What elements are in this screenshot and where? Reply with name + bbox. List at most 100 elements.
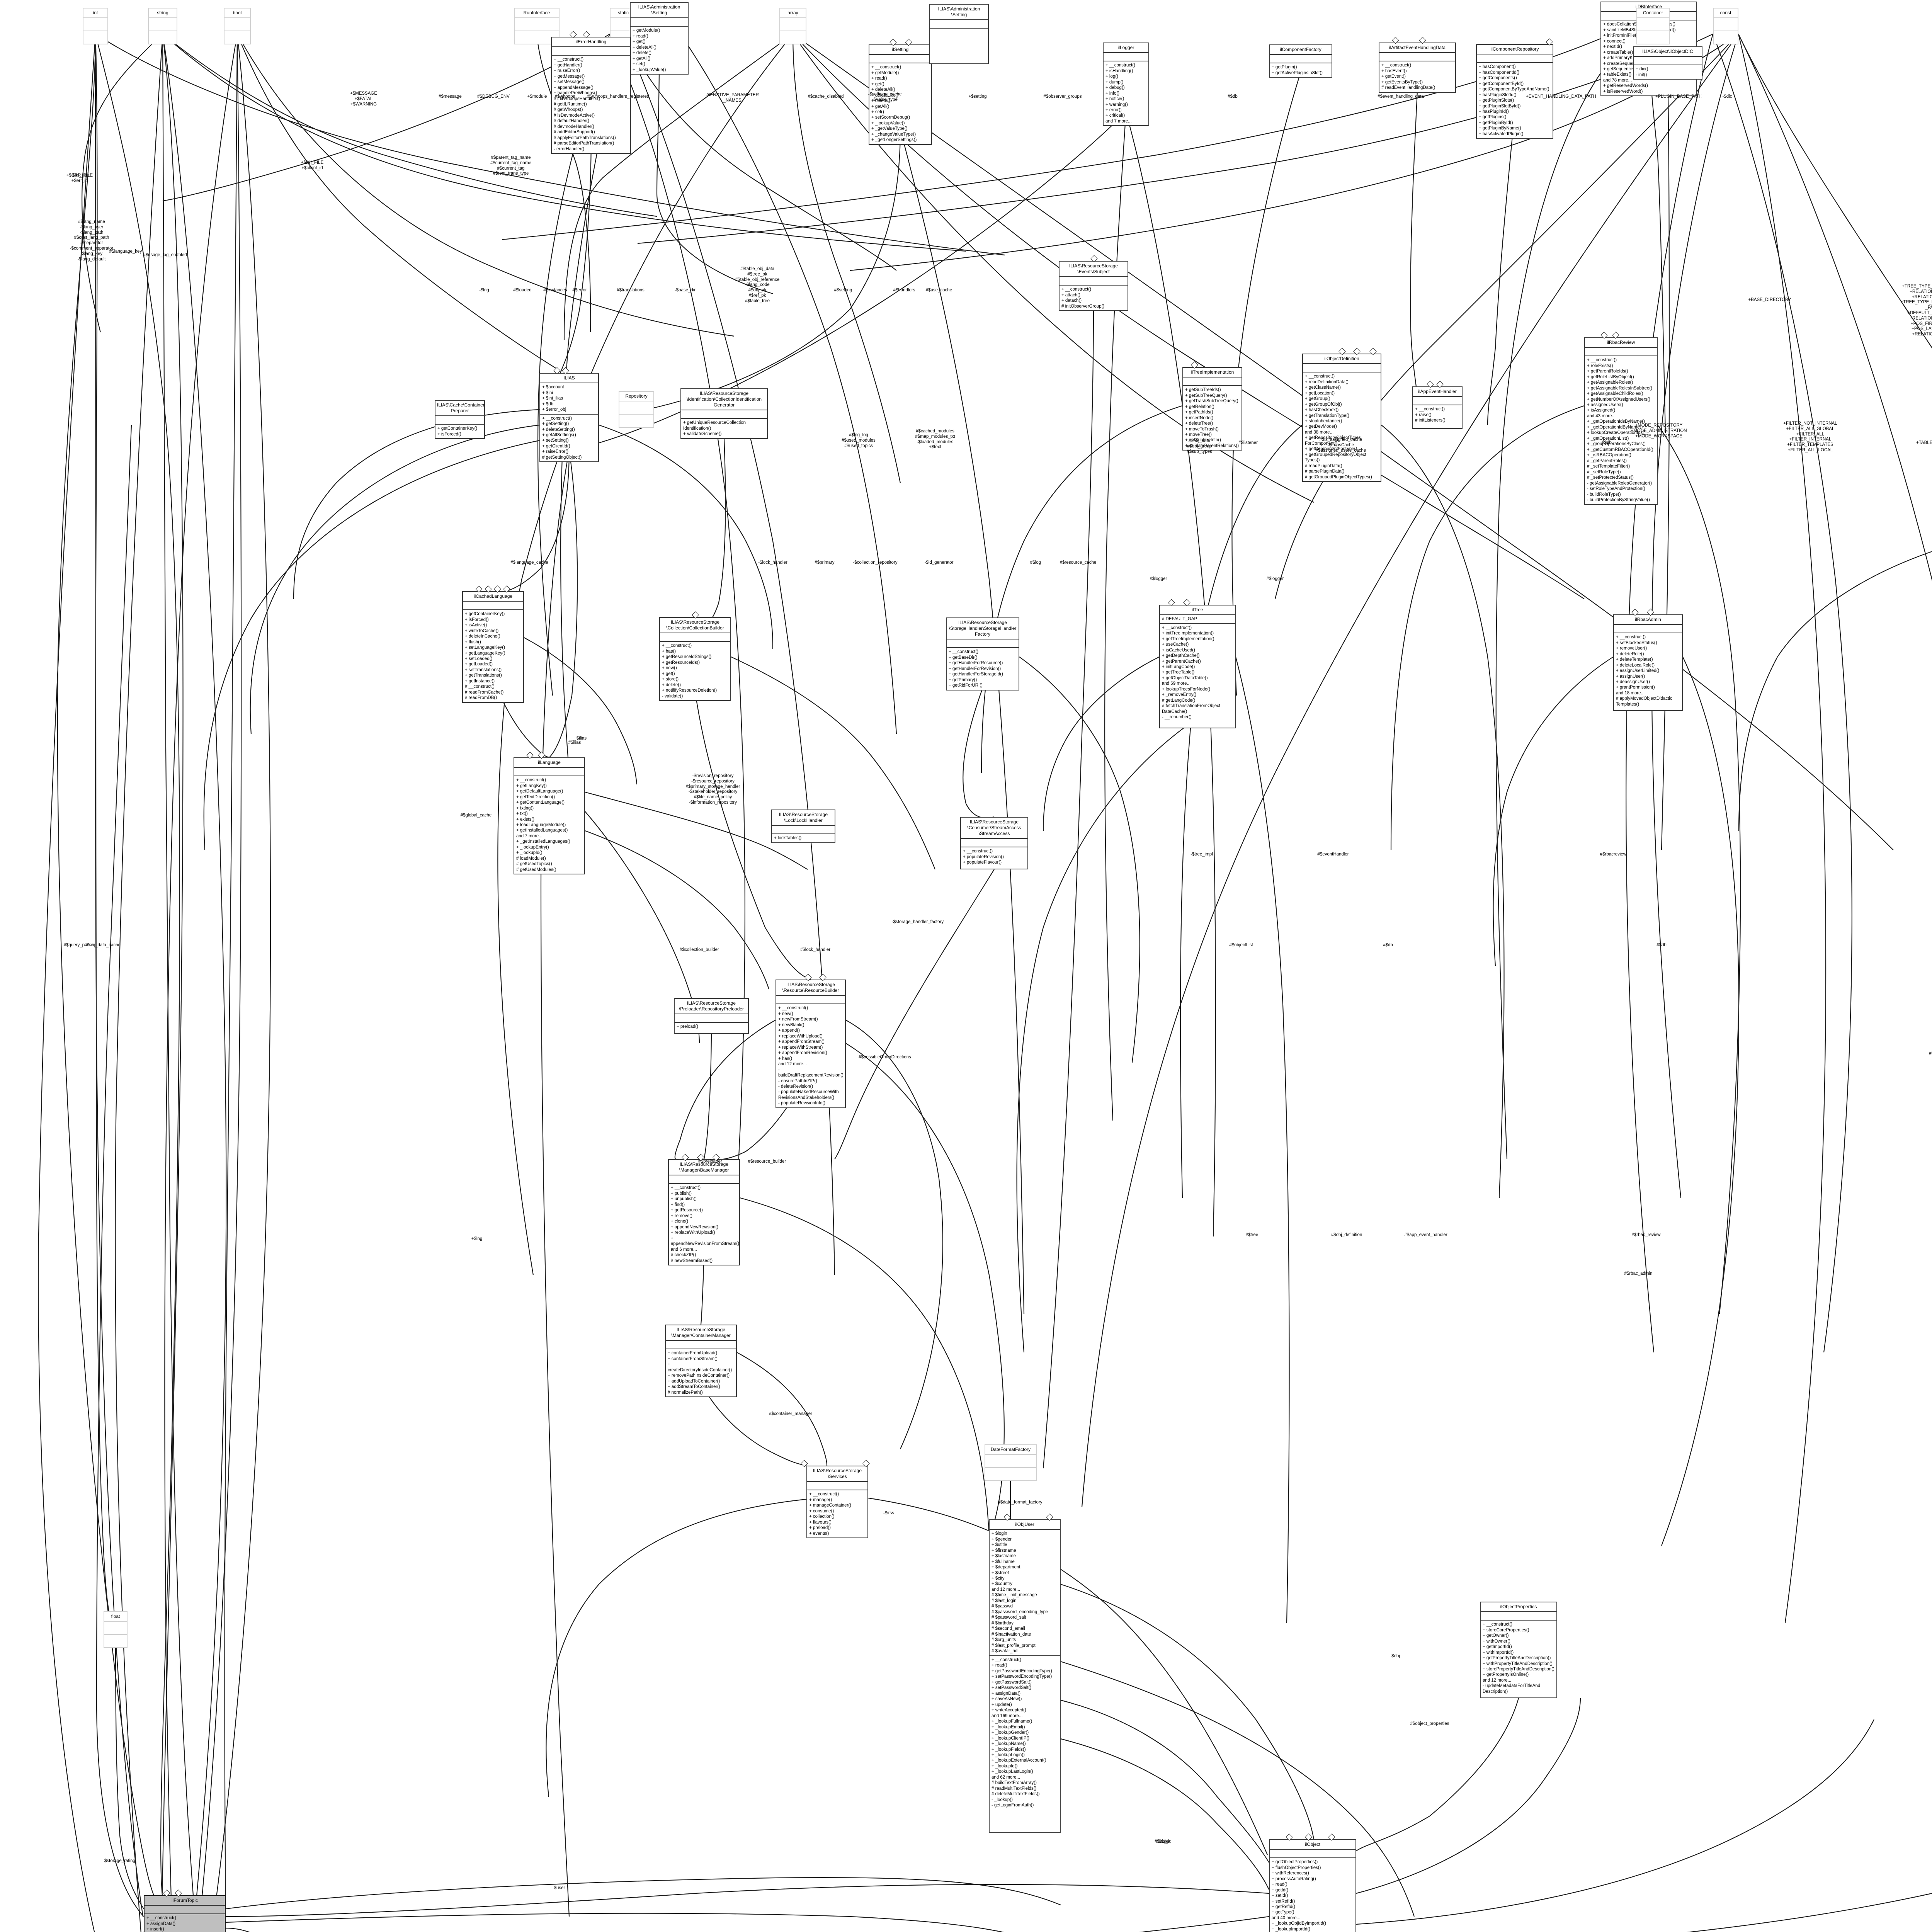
class-operation: + containerFromUpload() [668,1351,718,1356]
class-operation: + getLocation() [1305,391,1335,396]
class-attribute: # $passwd [992,1604,1013,1609]
class-node-ILIAS_ResourceStorage_Resource_ResourceBuilder[interactable]: ILIAS\ResourceStorage \Resource\Resource… [776,980,846,1108]
class-node-ilTree[interactable]: ilTree# DEFAULT_GAP+ __construct()+ init… [1159,605,1236,728]
class-node-operations: + __construct()+ isHandling()+ log()+ du… [1104,61,1148,125]
class-node-ILIAS_ResourceStorage_Events_Subject[interactable]: ILIAS\ResourceStorage \Events\Subject+ _… [1059,261,1128,311]
class-operation: + flushObjectProperties() [1272,1865,1321,1870]
class-operation: + deleteRole() [1616,651,1644,656]
class-node-ilLanguage[interactable]: ilLanguage+ __construct()+ getLangKey()+… [514,757,585,875]
class-node-ilLogger[interactable]: ilLogger+ __construct()+ isHandling()+ l… [1103,43,1149,126]
class-operation: + hasCheckbox() [1305,408,1339,413]
class-node-ILIAS_ResourceStorage_Services[interactable]: ILIAS\ResourceStorage \Services+ __const… [806,1466,868,1539]
class-node-ILIAS_Object_ilObjectDIC[interactable]: ILIAS\Object\ilObjectDIC+ dic()- init() [1633,46,1702,80]
class-node-ilAppEventHandler[interactable]: ilAppEventHandler+ __construct()+ raise(… [1412,386,1463,429]
class-node-title: static [611,9,636,19]
class-node-Repository[interactable]: Repository [619,391,654,428]
class-operation: + update() [992,1702,1012,1707]
class-node-ilObjUser[interactable]: ilObjUser+ $login+ $gender+ $utitle+ $fi… [989,1519,1061,1833]
class-node-DateFormatFactory[interactable]: DateFormatFactory [985,1444,1037,1481]
class-node-ilObjectProperties[interactable]: ilObjectProperties+ __construct()+ store… [1480,1602,1557,1698]
class-node-float[interactable]: float [104,1611,128,1648]
class-operation: + getTrashSubTreeQuery() [1185,399,1238,404]
association-edge [579,112,1126,449]
class-operation: + replaceWithStream() [778,1045,823,1050]
class-node-operations: + __construct()+ read()+ getPasswordEnco… [990,1656,1060,1810]
association-edge [560,133,592,373]
class-node-ilCachedLanguage[interactable]: ilCachedLanguage+ getContainerKey()+ isF… [462,591,524,703]
edge-label: -$tree_impl [1190,852,1213,857]
class-node-array[interactable]: array [779,8,806,45]
association-edge [1738,551,1932,831]
class-operation: and 12 more... [1483,1678,1512,1683]
edge-label: #$message [439,94,462,99]
class-operation: + getRidForURI() [949,683,983,688]
class-node-ILIAS_ResourceStorage_Manager_ContainerManager[interactable]: ILIAS\ResourceStorage \Manager\Container… [665,1325,737,1398]
class-operation: + withImportId() [1483,1650,1514,1655]
class-operation: + initLangCode() [1162,664,1195,669]
edge-label: #$rbacreview [1600,852,1627,857]
association-edge [1738,34,1932,582]
class-node-string[interactable]: string [148,8,177,45]
class-node-ILIAS_Administration_Setting[interactable]: ILIAS\Administration \Setting+ getModule… [630,2,689,75]
class-node-ILIAS[interactable]: ILIAS+ $account+ $ini+ $ini_ilias+ $db+ … [539,373,599,463]
class-node-const[interactable]: const [1713,8,1738,45]
class-node-ILIAS_ResourceStorage_Manager_BaseManager[interactable]: ILIAS\ResourceStorage \Manager\BaseManag… [668,1159,740,1265]
class-node-attributes: + $login+ $gender+ $utitle+ $firstname+ … [990,1530,1060,1656]
class-node-title: ILIAS\ResourceStorage \Resource\Resource… [776,980,845,996]
class-operation: + writeToCache() [465,628,499,633]
class-operation: + new() [662,666,677,671]
class-node-int[interactable]: int [83,8,108,45]
class-attribute: # $time_limit_message [992,1593,1037,1598]
class-node-ilComponentRepository[interactable]: ilComponentRepository+ hasComponent()+ h… [1476,44,1553,139]
class-operation: + replaceWithUpload() [778,1034,823,1039]
class-node-ILIAS_ResourceStorage_Consumer_StreamAccess_StreamAccess[interactable]: ILIAS\ResourceStorage \Consumer\StreamAc… [960,817,1028,869]
class-node-ilComponentFactory[interactable]: ilComponentFactory+ getPlugin()+ getActi… [1269,44,1332,78]
class-node-bool[interactable]: bool [224,8,251,45]
class-node-ILIAS_ResourceStorage_StorageHandler_StorageHandlerFactory[interactable]: ILIAS\ResourceStorage \StorageHandler\St… [946,617,1019,690]
class-attribute: + $firstname [992,1548,1016,1553]
association-edge [540,450,570,1917]
class-operation: + getReservedWords() [1603,83,1648,88]
edge-label: -$collection_repository [853,560,898,565]
class-operation: + read() [992,1663,1007,1668]
class-node-ilObject[interactable]: ilObject+ getObjectProperties()+ flushOb… [1269,1839,1356,1932]
class-node-ilArtifactEventHandlingData[interactable]: ilArtifactEventHandlingData+ __construct… [1379,43,1456,93]
edge-label: #$db [1602,440,1612,445]
class-operation: + __construct() [1105,63,1136,68]
edge-label: #$primary [815,560,835,565]
class-node-ilObjectDefinition[interactable]: ilObjectDefinition+ __construct()+ readD… [1302,354,1381,482]
class-operation: + critical() [1105,113,1125,118]
class-operation: + isHandling() [1105,68,1133,73]
class-operation: and 12 more... [778,1062,807,1067]
class-operation: + moveToTrash() [1185,427,1219,432]
class-node-ILIAS_ResourceStorage_Identification_CollectionIdentificationGenerator[interactable]: ILIAS\ResourceStorage \Identification\Co… [680,388,768,439]
class-operation: + set() [871,109,884,114]
class-node-ILIAS_ResourceStorage_Lock_LockHandler[interactable]: ILIAS\ResourceStorage \Lock\LockHandler+… [771,810,835,843]
class-node-title: ILIAS\ResourceStorage \Identification\Co… [681,389,767,411]
class-node-ilCacheContainerPreparer[interactable]: ILIAS\Cache\Container Preparer+ getConta… [435,400,485,439]
edge-label: #$logger [1266,577,1284,581]
class-operation: # _setProtectedStatus() [1587,475,1634,480]
class-operation: + containerFromStream() [668,1356,718,1361]
class-node-ILIAS_ResourceStorage_Preloader_RepositoryPreloader[interactable]: ILIAS\ResourceStorage \Preloader\Reposit… [674,998,749,1034]
class-attribute: # $second_email [992,1626,1025,1631]
class-operation: + _lookupFields() [992,1747,1026,1752]
edge-label: #$table_obj_data #$tree_pk #$table_obj_r… [735,267,780,303]
class-operation: + getActivePluginsInSlot() [1272,70,1323,75]
class-operation: + _lookupId() [516,850,543,855]
class-operation: + withPropertyTitleAndDescription() [1483,1661,1553,1666]
class-node-operations: + getPlugin()+ getActivePluginsInSlot() [1270,63,1332,77]
class-operation: + __construct() [778,1006,808,1011]
class-node-ILIAS_ResourceStorage_Collection_CollectionBuilder[interactable]: ILIAS\ResourceStorage \Collection\Collec… [659,617,731,701]
class-node-ilRbacReview[interactable]: ilRbacReview+ __construct()+ roleExists(… [1584,337,1658,505]
class-operation: + remove() [671,1213,692,1218]
class-node-Container[interactable]: Container [1636,8,1670,45]
edge-label: #$obj_data #$obj_group #$sub_types [1187,439,1212,454]
class-node-ilRbacAdmin[interactable]: ilRbacAdmin+ __construct()+ setBlockedSt… [1613,614,1683,711]
class-node-ilForumTopic[interactable]: ilForumTopic+ __construct()+ assignData(… [144,1895,226,1932]
class-operation: + isActive() [465,623,487,628]
edge-label: #$event_handling_data [1378,94,1424,99]
class-node-ilTreeImplementation[interactable]: ilTreeImplementation+ getSubTreeIds()+ g… [1182,367,1242,451]
class-node-ILIAS_Administration_SettingMod[interactable]: ILIAS\Administration \Setting [929,4,989,64]
edge-label: #$listener [1238,440,1258,445]
